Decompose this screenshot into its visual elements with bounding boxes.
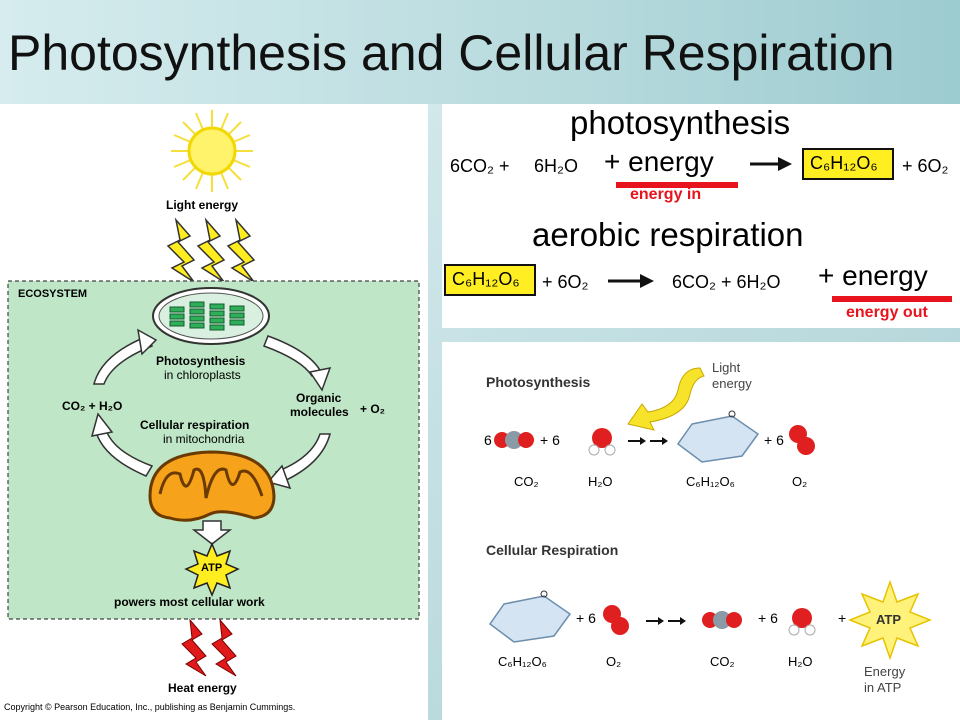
photo-glucose: C₆H₁₂O₆ bbox=[810, 153, 878, 173]
energy-in-label: energy in bbox=[630, 186, 702, 203]
molecules-label: molecules bbox=[290, 405, 349, 419]
light-label: Light bbox=[712, 360, 741, 375]
light-energy-arrow-icon bbox=[627, 367, 705, 431]
glucose-label: C₆H₁₂O₆ bbox=[686, 474, 735, 489]
glucose-highlight-box bbox=[802, 148, 894, 180]
mitochondrion-icon bbox=[148, 450, 276, 522]
atp-label: ATP bbox=[201, 562, 223, 574]
atp-starburst-icon bbox=[184, 542, 240, 597]
resp-glucose: C₆H₁₂O₆ bbox=[452, 269, 520, 289]
energy-out-label: energy out bbox=[846, 304, 928, 321]
energy-label: energy bbox=[712, 376, 752, 391]
photosynthesis-label: Photosynthesis bbox=[156, 354, 246, 368]
cellular-respiration-sublabel: in mitochondria bbox=[163, 432, 245, 446]
plus-sign: + bbox=[838, 610, 847, 626]
aerobic-heading: aerobic respiration bbox=[532, 216, 804, 253]
h2o-molecule-icon bbox=[588, 428, 616, 456]
sun-icon bbox=[171, 110, 253, 192]
co2-h2o-label: CO₂ + H₂O bbox=[62, 399, 123, 413]
o2-molecule-icon-2 bbox=[603, 605, 629, 635]
photo-row-label: Photosynthesis bbox=[486, 374, 591, 390]
h2o-label: H₂O bbox=[588, 474, 613, 489]
resp-o2: + 6O₂ bbox=[542, 272, 589, 292]
h2o-molecule-icon-2 bbox=[788, 608, 816, 636]
plus-six-4: + 6 bbox=[758, 610, 778, 626]
equation-arrows bbox=[608, 157, 792, 288]
co2-molecule-icon-2 bbox=[702, 611, 742, 629]
title-bar: Photosynthesis and Cellular Respiration bbox=[0, 0, 960, 104]
molecular-diagram-panel: Photosynthesis Light energy 6 + 6 + 6 CO… bbox=[442, 342, 960, 720]
h2o-label-2: H₂O bbox=[788, 654, 813, 669]
o2-label: O₂ bbox=[792, 474, 808, 489]
energy-in-underline bbox=[616, 182, 738, 188]
photosynthesis-heading: photosynthesis bbox=[570, 104, 791, 141]
plus-six-3: + 6 bbox=[576, 610, 596, 626]
glucose-label-2: C₆H₁₂O₆ bbox=[498, 654, 547, 669]
energy-in-atp-2: in ATP bbox=[864, 680, 902, 695]
heat-energy-bolts-icon bbox=[181, 618, 237, 677]
o2-molecule-icon bbox=[789, 425, 815, 455]
cycle-arrows bbox=[90, 328, 332, 490]
cellular-respiration-label: Cellular respiration bbox=[140, 418, 250, 432]
slide-title: Photosynthesis and Cellular Respiration bbox=[8, 25, 895, 81]
ecosystem-diagram-graphics bbox=[7, 110, 420, 677]
resp-products: 6CO₂ + 6H₂O bbox=[672, 272, 781, 292]
o2-label-2: O₂ bbox=[606, 654, 622, 669]
light-energy-label: Light energy bbox=[166, 198, 239, 212]
coef-six: 6 bbox=[484, 432, 492, 448]
atp-label-2: ATP bbox=[876, 612, 902, 627]
atp-starburst-icon-2 bbox=[847, 579, 933, 661]
powers-work-label: powers most cellular work bbox=[114, 595, 265, 609]
equations-panel: photosynthesis 6CO₂ + 6H₂O + energy ener… bbox=[442, 104, 960, 328]
plus-six-2: + 6 bbox=[764, 432, 784, 448]
photosynthesis-sublabel: in chloroplasts bbox=[164, 368, 241, 382]
glucose-hexagon-icon bbox=[676, 415, 760, 463]
co2-label-2: CO₂ bbox=[710, 654, 735, 669]
photo-o2: + 6O₂ bbox=[902, 156, 949, 176]
photo-reactant-h2o: 6H₂O bbox=[534, 156, 578, 176]
resp-glucose-highlight-box bbox=[444, 264, 536, 296]
plus-o2-label: + O₂ bbox=[360, 402, 386, 416]
resp-energy-term: + energy bbox=[818, 260, 928, 291]
chloroplast-icon bbox=[152, 287, 270, 345]
organic-label: Organic bbox=[296, 391, 342, 405]
ecosystem-diagram-panel: Light energy ECOSYSTEM Photosynthesis in… bbox=[0, 104, 428, 720]
glucose-hexagon-icon-2 bbox=[488, 595, 572, 643]
photo-reactant-co2: 6CO₂ + bbox=[450, 156, 510, 176]
resp-row-label: Cellular Respiration bbox=[486, 542, 619, 558]
co2-molecule-icon bbox=[494, 431, 534, 449]
copyright-text: Copyright © Pearson Education, Inc., pub… bbox=[4, 702, 296, 712]
co2-label: CO₂ bbox=[514, 474, 539, 489]
molecular-diagram-graphics bbox=[488, 367, 933, 661]
plus-six-1: + 6 bbox=[540, 432, 560, 448]
energy-in-atp-1: Energy bbox=[864, 664, 906, 679]
light-energy-bolts-icon bbox=[166, 217, 256, 283]
energy-out-underline bbox=[832, 296, 952, 302]
heat-energy-label: Heat energy bbox=[168, 681, 237, 695]
photo-energy-term: + energy bbox=[604, 146, 714, 177]
ecosystem-label: ECOSYSTEM bbox=[18, 288, 88, 300]
